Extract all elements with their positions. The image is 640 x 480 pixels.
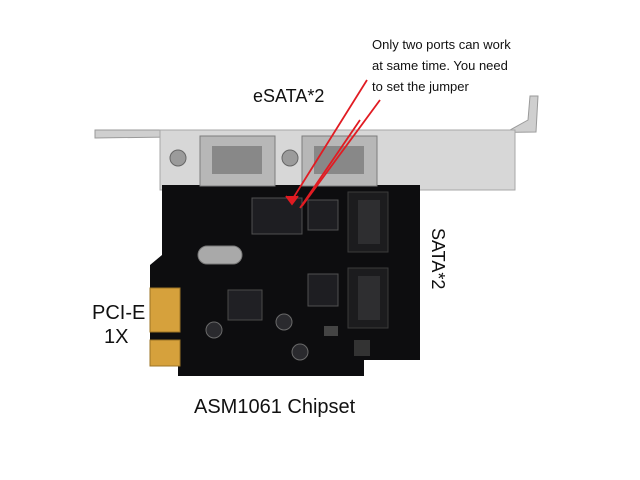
asm1061-chip xyxy=(227,289,263,321)
annotation-line-1: Only two ports can work xyxy=(372,37,511,52)
esata-port-1 xyxy=(199,135,276,187)
crystal-oscillator xyxy=(197,245,243,265)
annotation-line-3: to set the jumper xyxy=(372,79,469,94)
sata-connector-2 xyxy=(347,267,389,329)
chipset-label: ASM1061 Chipset xyxy=(194,396,356,418)
pcie-label-line-2: 1X xyxy=(104,326,129,348)
pcie-label-line-1: PCI-E xyxy=(92,302,146,324)
jumper-block xyxy=(251,197,339,307)
annotation-line-2: at same time. You need xyxy=(372,58,508,73)
pcie-gold-fingers xyxy=(149,287,181,367)
sata-connector-1 xyxy=(347,191,389,253)
capacitors xyxy=(205,313,370,361)
red-pointer-arrows xyxy=(285,79,381,209)
esata-label: eSATA*2 xyxy=(253,86,325,106)
annotation-text: Only two ports can work at same time. Yo… xyxy=(372,34,572,97)
sata-label: SATA*2 xyxy=(428,228,448,290)
esata-port-2 xyxy=(301,135,378,187)
